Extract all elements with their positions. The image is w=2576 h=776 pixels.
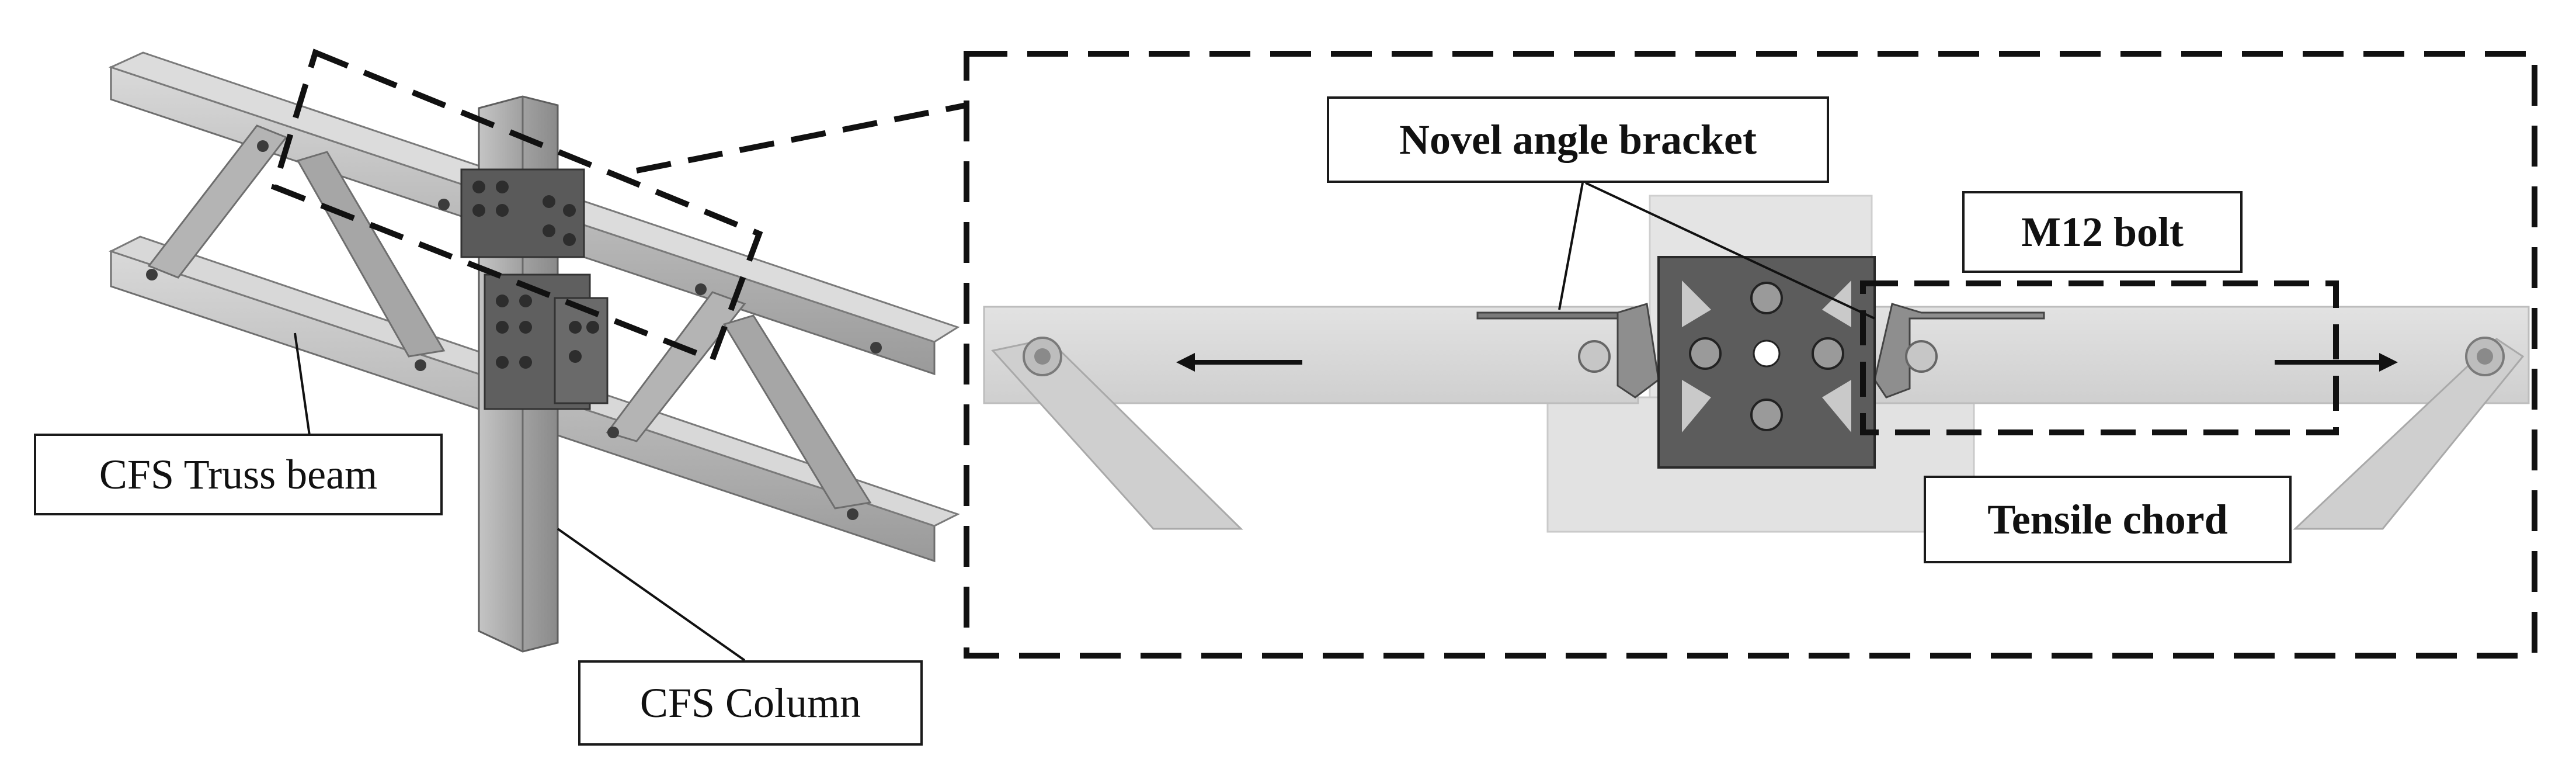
detail-web-right [2293,338,2525,530]
web-diagonal-1 [147,124,288,279]
detail-plate-bolts [1682,280,1851,432]
column-leader [557,528,746,661]
chord-holes [146,140,882,520]
detail-chord-right [1873,306,2530,404]
detail-callout-line [636,102,967,174]
truss-beam-label: CFS Truss beam [34,434,443,515]
bolt-detail-box [1860,280,2339,435]
column-label: CFS Column [578,660,923,746]
bracket-leader-left [1558,182,1584,310]
tensile-chord-label: Tensile chord [1924,476,2292,563]
web-diagonal-4 [722,314,872,510]
truss-assembly-3d [108,51,960,653]
plate-bolts [472,181,599,369]
web-diagonal-3 [606,291,746,442]
detail-view [983,195,2530,533]
detail-highlight-region [270,49,763,363]
angle-bracket-label: Novel angle bracket [1327,96,1829,183]
detail-frame [964,51,2537,659]
web-diagonal-2 [296,151,446,358]
angle-bracket-left [1476,311,1638,320]
truss-beam-leader [294,332,311,436]
bracket-leader-right [1585,182,1875,320]
bolt-label: M12 bolt [1962,191,2243,273]
